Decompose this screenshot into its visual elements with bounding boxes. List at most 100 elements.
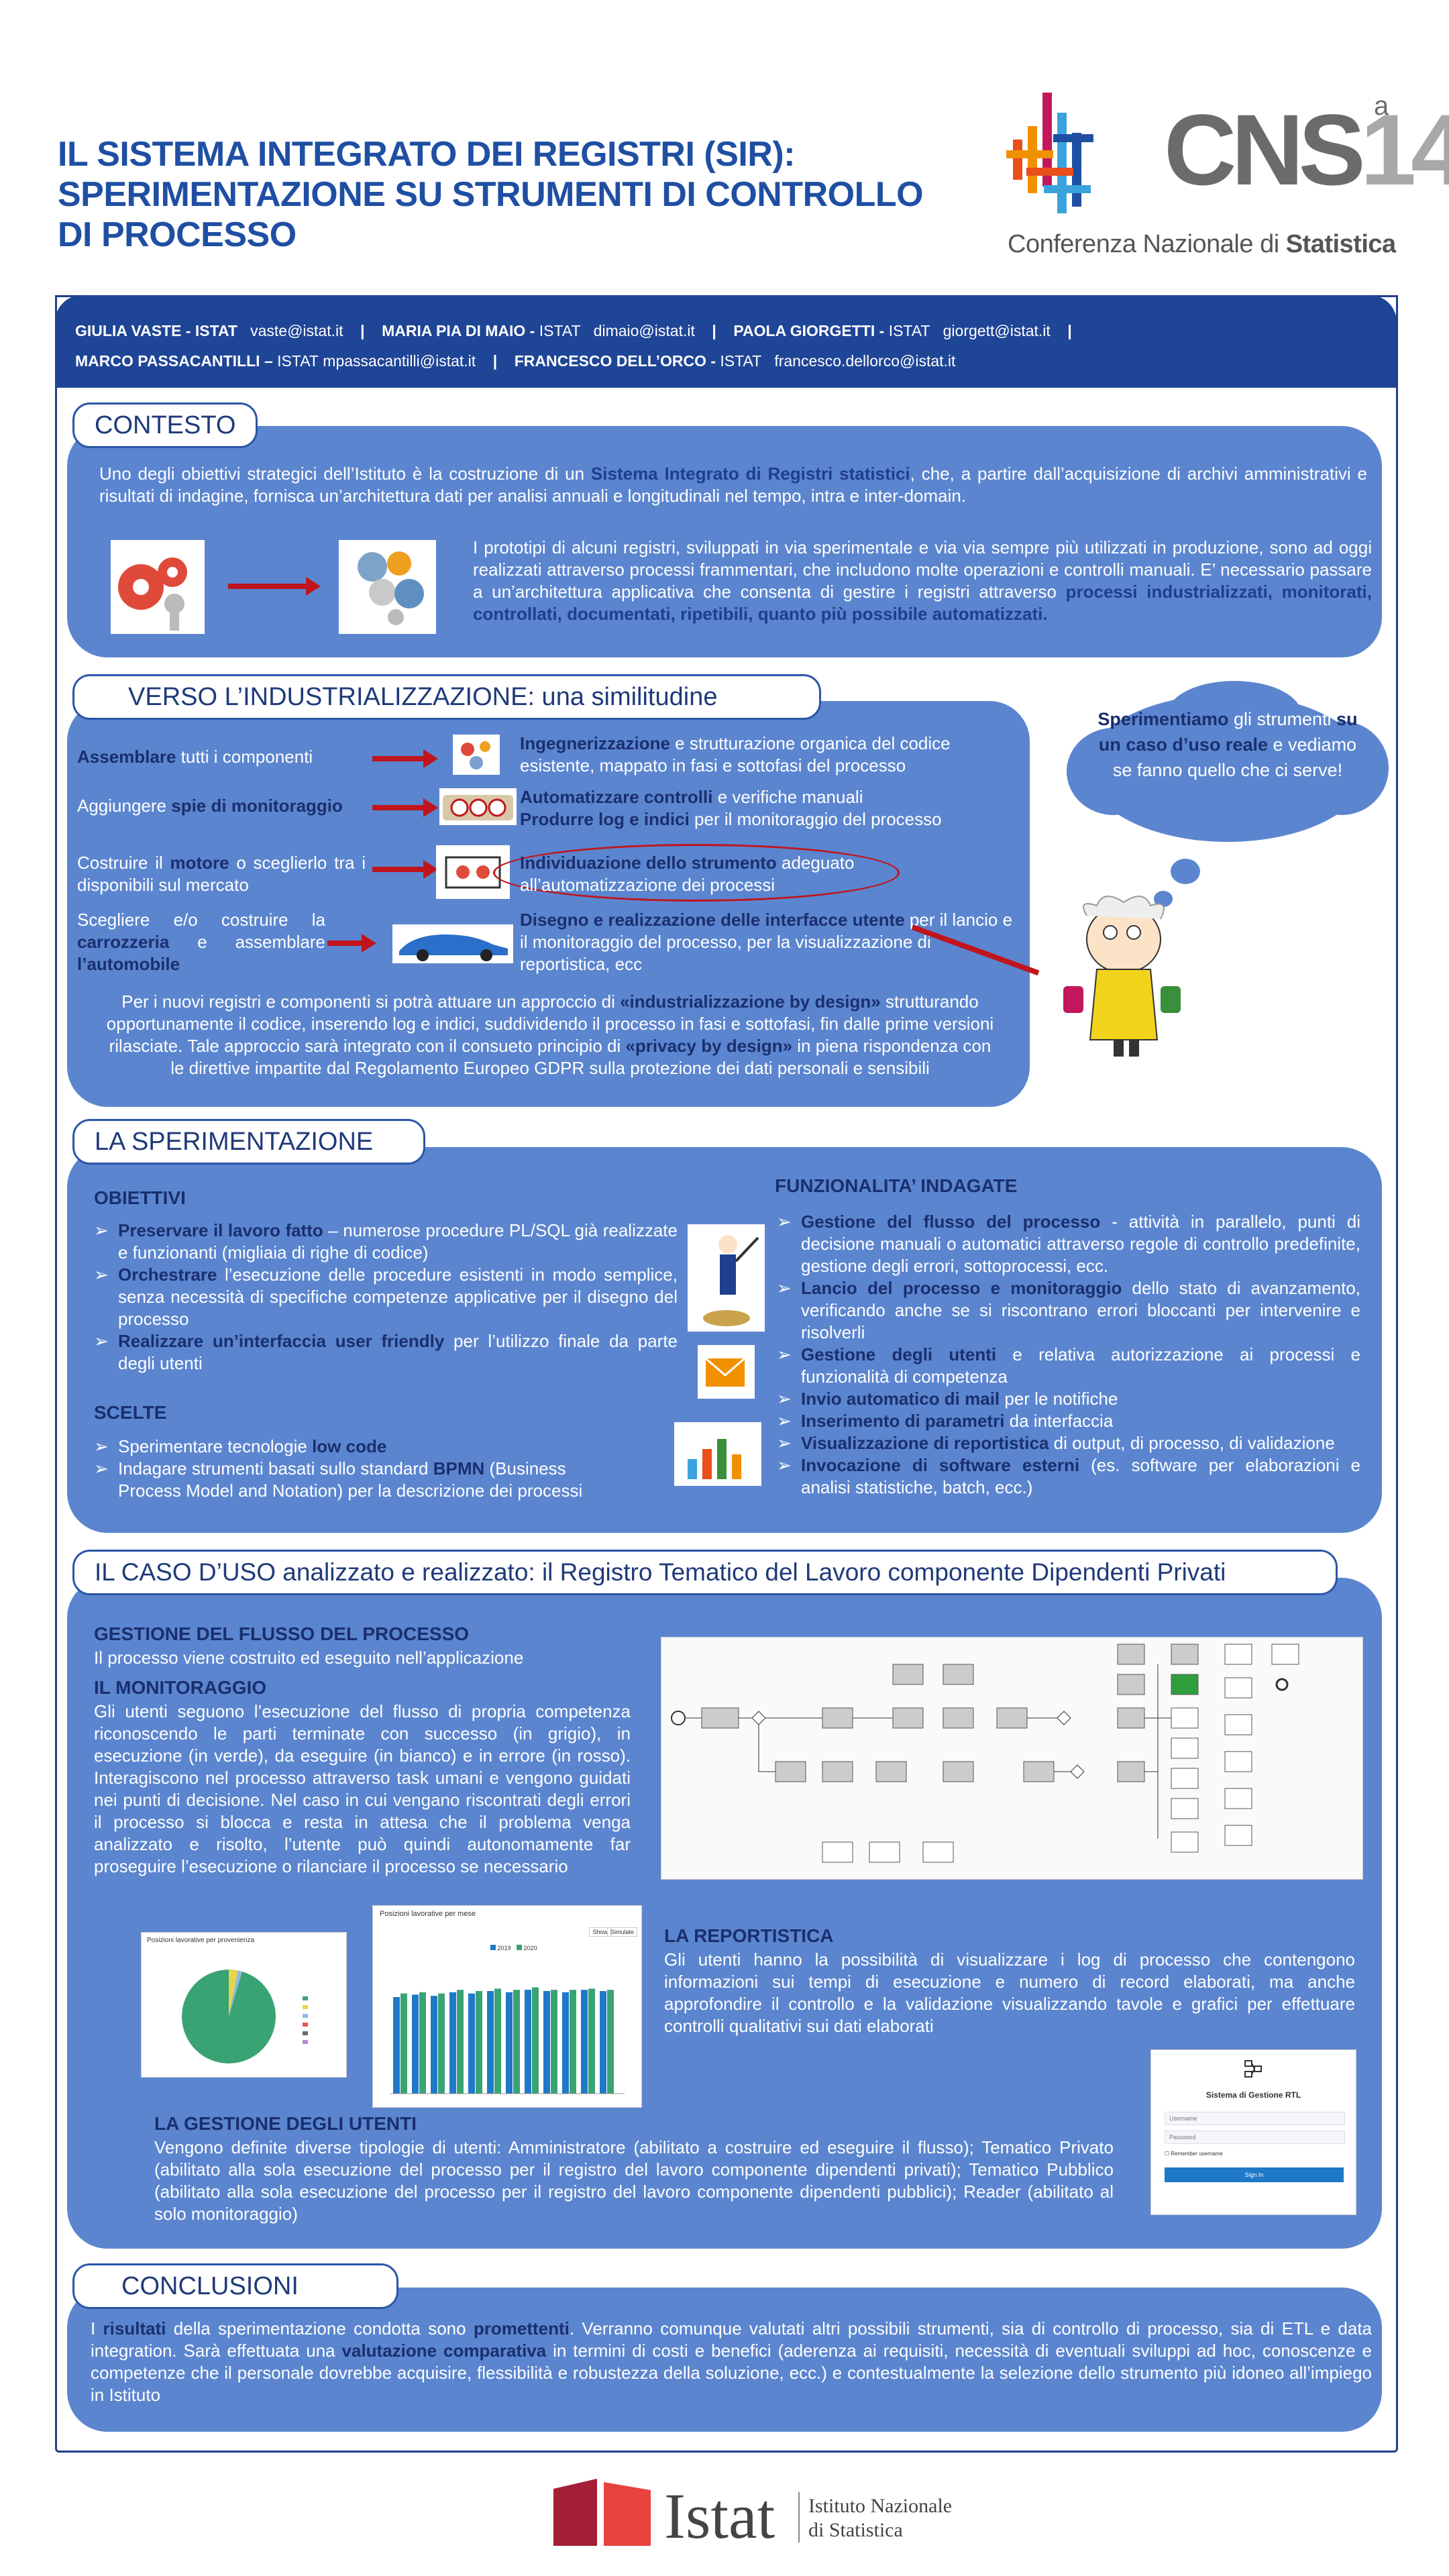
components-icon — [453, 735, 500, 775]
list-item: Realizzare un’interfaccia user friendly … — [94, 1330, 678, 1375]
list-item: Inserimento di parametri da interfaccia — [777, 1410, 1360, 1432]
title-line: DI PROCESSO — [58, 215, 297, 254]
arrow-icon — [372, 798, 438, 817]
arrow-icon — [228, 577, 321, 596]
cns-caption: Conferenza Nazionale di Statistica — [1008, 230, 1396, 258]
pie-chart-title: Posizioni lavorative per provenienza — [147, 1937, 255, 1944]
bar-mark — [476, 1991, 482, 2094]
scientist-icon — [1050, 885, 1191, 1060]
left-row-2: Aggiungere spie di monitoraggio — [77, 796, 343, 816]
title-line: SPERIMENTAZIONE SU STRUMENTI DI CONTROLL… — [58, 175, 924, 214]
contesto-panel — [67, 426, 1382, 657]
cns-mark-icon — [1006, 93, 1093, 213]
arrow-icon — [327, 934, 376, 953]
bar-mark — [506, 1992, 513, 2094]
section-title-casouso: IL CASO D’USO analizzato e realizzato: i… — [72, 1550, 1338, 1595]
conclusioni-text: I risultati della sperimentazione condot… — [91, 2318, 1372, 2405]
cns-logo: CNS14 a Conferenza Nazionale di Statisti… — [1006, 86, 1449, 267]
sign-in-button[interactable]: Sign In — [1165, 2167, 1344, 2182]
username-input[interactable] — [1165, 2112, 1345, 2125]
left-row-4: Scegliere e/o costruire la carrozzeria e… — [77, 910, 325, 974]
monitoraggio-text: Gli utenti seguono l’esecuzione del flus… — [94, 1701, 631, 1876]
bar-mark — [532, 1987, 539, 2094]
password-input[interactable] — [1165, 2131, 1345, 2144]
section-title-contesto: CONTESTO — [72, 402, 258, 448]
bar-mark — [562, 1992, 569, 2094]
cloud-bubble — [1171, 859, 1200, 884]
istat-wordmark: Istat — [664, 2480, 775, 2552]
list-item: Preservare il lavoro fatto – numerose pr… — [94, 1220, 678, 1264]
report-icon — [674, 1422, 761, 1486]
left-row-3: Costruire il motore o sceglierlo tra i d… — [77, 853, 366, 895]
right-row-1: Ingegnerizzazione e strutturazione organ… — [520, 733, 951, 775]
bar-mark — [487, 1991, 494, 2094]
list-item: Lancio del processo e monitoraggio dello… — [777, 1277, 1360, 1344]
funzionalita-list: Gestione del flusso del processo - attiv… — [777, 1211, 1360, 1499]
list-item: Gestione del flusso del processo - attiv… — [777, 1211, 1360, 1277]
bar-chart-title: Posizioni lavorative per mese — [380, 1910, 476, 1918]
obiettivi-list: Preservare il lavoro fatto – numerose pr… — [94, 1220, 678, 1375]
gears-blue-icon — [339, 540, 436, 634]
bpmn-diagram-screenshot — [661, 1637, 1363, 1880]
bar-mark — [600, 1991, 606, 2094]
scelte-heading: SCELTE — [94, 1402, 167, 1423]
login-title: Sistema di Gestione RTL — [1205, 2090, 1301, 2100]
right-row-2: Automatizzare controlli e verifiche manu… — [520, 787, 942, 829]
reportistica-heading: LA REPORTISTICA — [664, 1925, 834, 1946]
bar-mark — [449, 1992, 456, 2094]
pie-graphic — [182, 1970, 308, 2063]
scelte-list: Sperimentare tecnologie low code Indagar… — [94, 1436, 631, 1502]
gears-red-icon — [111, 540, 205, 634]
cns-superscript: a — [1374, 91, 1389, 121]
list-item: Invio automatico di mail per le notifich… — [777, 1388, 1360, 1410]
utenti-heading: LA GESTIONE DEGLI UTENTI — [154, 2113, 417, 2134]
cns-text: CNS14 — [1164, 93, 1449, 206]
monitoraggio-heading: IL MONITORAGGIO — [94, 1677, 267, 1698]
list-item: Sperimentare tecnologie low code — [94, 1436, 631, 1458]
bar-mark — [607, 1990, 614, 2094]
login-screenshot: Sistema di Gestione RTL ☐ Remember usern… — [1150, 2049, 1356, 2215]
arrow-icon — [372, 860, 438, 879]
car-icon — [392, 924, 513, 963]
istat-mark-icon — [553, 2479, 651, 2546]
industrializzazione-paragraph: Per i nuovi registri e componenti si pot… — [106, 991, 994, 1078]
obiettivi-heading: OBIETTIVI — [94, 1187, 186, 1208]
bar-mark — [431, 1996, 437, 2094]
highlight-ellipse — [493, 844, 900, 902]
thought-cloud: Sperimentiamo gli strumenti su un caso d… — [1067, 681, 1389, 859]
bar-mark — [457, 1990, 464, 2094]
remember-checkbox[interactable]: ☐ Remember username — [1165, 2151, 1223, 2157]
bar-mark — [525, 1990, 531, 2094]
industrializzazione-panel — [67, 701, 1030, 1107]
contesto-p2: I prototipi di alcuni registri, sviluppa… — [473, 537, 1372, 624]
list-item: Indagare strumenti basati sullo standard… — [94, 1458, 631, 1502]
bar-mark — [419, 1992, 426, 2094]
bar-mark — [400, 1993, 407, 2094]
bar-mark — [438, 1993, 445, 2094]
bar-mark — [393, 1997, 400, 2094]
left-row-1: Assemblare tutti i componenti — [77, 747, 313, 767]
gauges-icon — [439, 788, 517, 825]
mail-icon — [698, 1345, 755, 1399]
right-row-3: Individuazione dello strumento adeguato … — [520, 853, 855, 895]
bar-mark — [570, 1990, 576, 2094]
section-title-conclusioni: CONCLUSIONI — [72, 2263, 398, 2309]
simulate-button[interactable]: Simulate — [606, 1927, 637, 1937]
utenti-text: Vengono definite diverse tipologie di ut… — [154, 2137, 1114, 2224]
section-title-sperimentazione: LA SPERIMENTAZIONE — [72, 1119, 425, 1165]
arrow-icon — [372, 749, 438, 768]
reportistica-text: Gli utenti hanno la possibilità di visua… — [664, 1949, 1355, 2036]
bar-mark — [412, 1994, 419, 2094]
contesto-p1: Uno degli obiettivi strategici dell’Isti… — [99, 464, 1367, 506]
conductor-icon — [688, 1224, 765, 1332]
bar-mark — [581, 1990, 588, 2094]
bar-graphic — [390, 1987, 625, 2094]
list-item: Orchestrare l’esecuzione delle procedure… — [94, 1264, 678, 1330]
show-button[interactable]: Show — [589, 1927, 611, 1937]
conclusioni-panel — [67, 2288, 1382, 2432]
pie-chart-screenshot: Posizioni lavorative per provenienza — [141, 1932, 347, 2078]
bar-chart-screenshot: Posizioni lavorative per mese Show Simul… — [372, 1905, 642, 2108]
author-bar: GIULIA VASTE - ISTAT vaste@istat.it | MA… — [55, 295, 1397, 388]
